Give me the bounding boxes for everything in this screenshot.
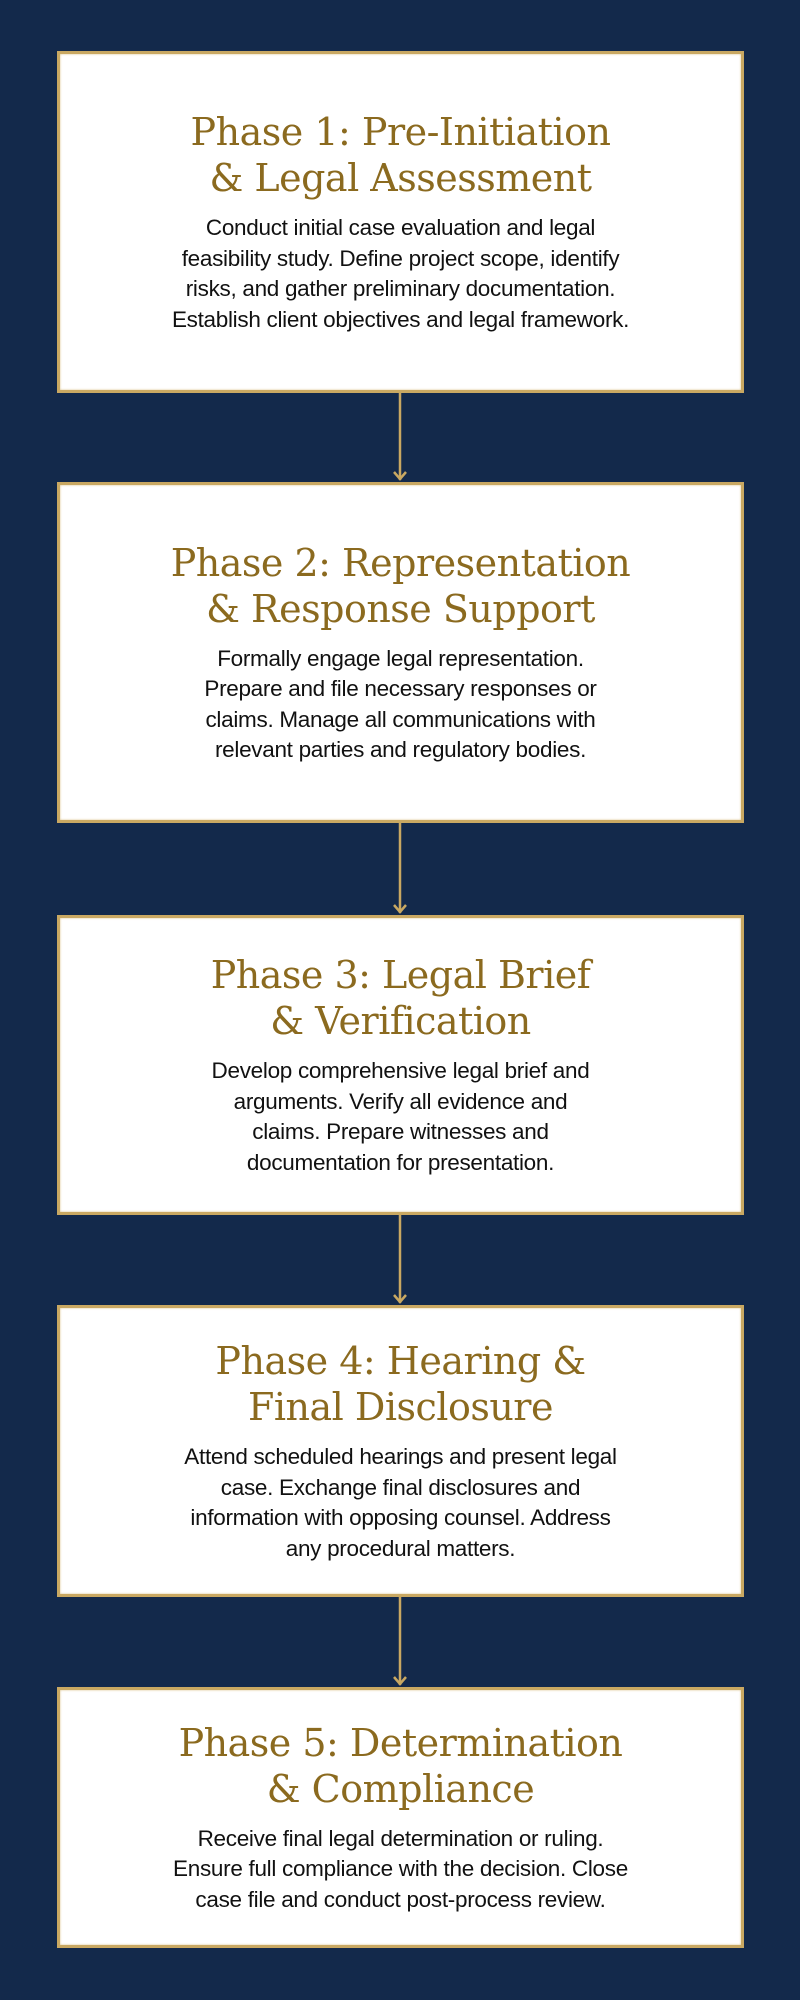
phase-title: Phase 3: Legal Brief& Verification [211, 952, 591, 1044]
phase-title: Phase 5: Determination& Compliance [179, 1720, 623, 1812]
phase-title-line: Final Disclosure [248, 1385, 553, 1429]
phase-title: Phase 2: Representation& Response Suppor… [171, 540, 631, 632]
phase-title: Phase 4: Hearing &Final Disclosure [215, 1338, 586, 1430]
phase-title-line: Phase 3: Legal Brief [210, 953, 591, 997]
phase-description: Attend scheduled hearings and present le… [184, 1442, 617, 1564]
phase-description-line: claims. Prepare witnesses and [252, 1119, 549, 1144]
phase-title: Phase 1: Pre-Initiation& Legal Assessmen… [191, 109, 611, 201]
phase-description-line: Prepare and file necessary responses or [204, 676, 597, 701]
phase-description-line: case. Exchange final disclosures and [220, 1474, 581, 1500]
phase-description-line: any procedural matters. [285, 1535, 516, 1561]
phase-description-line: Conduct initial case evaluation and lega… [205, 215, 596, 240]
phase-description-line: Develop comprehensive legal brief and [211, 1058, 590, 1083]
arrow-down-icon [393, 1215, 407, 1304]
phase-title-line: Phase 1: Pre-Initiation [190, 110, 611, 154]
phase-description-line: claims. Manage all communications with [205, 706, 596, 732]
phase-description: Formally engage legal representation. Pre… [204, 644, 597, 766]
phase-description-line: arguments. Verify all evidence and [233, 1088, 568, 1114]
phase-title-line: & Verification [270, 999, 531, 1043]
phase-description-line: information with opposing counsel. Addre… [190, 1505, 611, 1530]
phase-2-box: Phase 2: Representation& Response Suppor… [57, 482, 744, 823]
phase-description-line: Establish client objectives and legal fr… [171, 306, 630, 332]
phase-description: Conduct initial case evaluation and lega… [172, 213, 629, 335]
phase-description-line: Receive final legal determination or rul… [197, 1825, 604, 1851]
phase-1-box: Phase 1: Pre-Initiation& Legal Assessmen… [57, 51, 744, 393]
phase-title-line: & Legal Assessment [209, 156, 592, 200]
phase-title-line: Phase 4: Hearing & [215, 1339, 586, 1383]
phase-description: Develop comprehensive legal brief and arg… [212, 1056, 590, 1178]
phase-title-line: & Response Support [206, 586, 595, 631]
phase-title-line: Phase 5: Determination [178, 1720, 623, 1765]
phase-description-line: Formally engage legal representation. [217, 645, 584, 671]
phase-description-line: case file and conduct post-process revie… [195, 1886, 606, 1912]
phase-description-line: documentation for presentation. [246, 1149, 555, 1175]
phase-description-line: risks, and gather preliminary documentat… [185, 276, 616, 301]
phase-description-line: feasibility study. Define project scope,… [181, 245, 620, 271]
phase-title-line: & Compliance [266, 1766, 535, 1811]
arrow-down-icon [393, 823, 407, 914]
arrow-down-icon [393, 393, 407, 481]
arrow-down-icon [393, 1597, 407, 1686]
phase-description-line: Attend scheduled hearings and present le… [184, 1444, 617, 1469]
phase-description: Receive final legal determination or rul… [173, 1824, 628, 1916]
phase-title-line: Phase 2: Representation [170, 540, 631, 585]
phase-description-line: relevant parties and regulatory bodies. [214, 737, 587, 762]
phase-description-line: Ensure full compliance with the decision… [173, 1856, 628, 1882]
